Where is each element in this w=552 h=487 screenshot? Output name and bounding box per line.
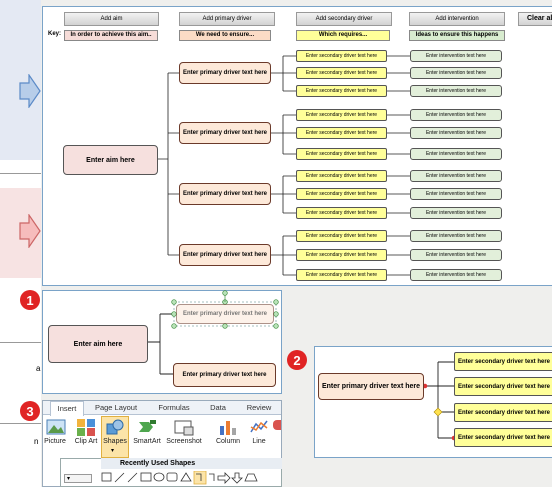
tab-insert[interactable]: Insert: [50, 401, 84, 416]
secondary-driver-box[interactable]: Enter secondary driver text here: [296, 85, 387, 97]
primary-driver-box[interactable]: Enter primary driver text here: [179, 62, 271, 84]
callout-badge-2: 2: [287, 350, 307, 370]
intervention-box[interactable]: Enter intervention text here: [410, 249, 502, 261]
smartart-button[interactable]: SmartArt: [133, 438, 161, 445]
primary-driver-box-selected[interactable]: Enter primary driver text here: [176, 304, 274, 324]
screenshot-icon: [174, 420, 194, 436]
secondary-driver-box[interactable]: Enter secondary driver text here: [296, 170, 387, 182]
primary-driver-box-zoomed[interactable]: Enter primary driver text here: [318, 373, 424, 400]
divider: [0, 173, 41, 174]
recently-used-shapes-label: Recently Used Shapes: [101, 458, 282, 469]
intervention-box[interactable]: Enter intervention text here: [410, 67, 502, 79]
secondary-driver-box[interactable]: Enter secondary driver text here: [296, 207, 387, 219]
secondary-driver-box[interactable]: Enter secondary driver text here: [296, 269, 387, 281]
clip-art-icon: [77, 419, 95, 436]
screenshot-button[interactable]: Screenshot: [166, 438, 202, 445]
key-secondary: Which requires...: [296, 30, 390, 41]
secondary-driver-box-zoomed[interactable]: Enter secondary driver text here: [454, 352, 552, 371]
key-intervention: Ideas to ensure this happens: [409, 30, 505, 41]
key-primary: We need to ensure...: [179, 30, 271, 41]
secondary-driver-box[interactable]: Enter secondary driver text here: [296, 109, 387, 121]
clear-all-button[interactable]: Clear all: [518, 12, 552, 26]
chevron-down-icon: ▾: [111, 448, 115, 454]
primary-driver-box-zoomed[interactable]: Enter primary driver text here: [173, 363, 276, 387]
smartart-icon: [139, 420, 156, 432]
shape-style-dropdown[interactable]: ▾: [64, 474, 92, 483]
secondary-driver-box[interactable]: Enter secondary driver text here: [296, 127, 387, 139]
secondary-driver-box[interactable]: Enter secondary driver text here: [296, 67, 387, 79]
column-chart-button[interactable]: Column: [215, 438, 241, 445]
tab-data[interactable]: Data: [210, 403, 226, 412]
key-label: Key:: [48, 31, 62, 37]
intervention-box[interactable]: Enter intervention text here: [410, 269, 502, 281]
intervention-box[interactable]: Enter intervention text here: [410, 148, 502, 160]
ribbon-tab-bar: [43, 401, 281, 415]
secondary-driver-box[interactable]: Enter secondary driver text here: [296, 50, 387, 62]
intervention-box[interactable]: Enter intervention text here: [410, 50, 502, 62]
shapes-icon: [106, 419, 124, 435]
primary-driver-box[interactable]: Enter primary driver text here: [179, 122, 271, 144]
add-aim-button[interactable]: Add aim: [64, 12, 159, 26]
pink-arrow-icon: [19, 214, 41, 248]
add-secondary-driver-button[interactable]: Add secondary driver: [296, 12, 392, 26]
aim-box-zoomed[interactable]: Enter aim here: [48, 325, 148, 363]
intervention-box[interactable]: Enter intervention text here: [410, 230, 502, 242]
add-intervention-button[interactable]: Add intervention: [409, 12, 505, 26]
callout-badge-1: 1: [20, 290, 40, 310]
line-chart-button[interactable]: Line: [252, 438, 266, 445]
intervention-box[interactable]: Enter intervention text here: [410, 207, 502, 219]
tab-review[interactable]: Review: [246, 403, 272, 412]
secondary-driver-box[interactable]: Enter secondary driver text here: [296, 249, 387, 261]
blue-band: [0, 0, 41, 160]
primary-driver-box[interactable]: Enter primary driver text here: [179, 183, 271, 205]
divider: [0, 342, 41, 343]
blue-arrow-icon: [19, 74, 41, 108]
aim-box[interactable]: Enter aim here: [63, 145, 158, 175]
line-chart-icon: [250, 420, 268, 433]
add-primary-driver-button[interactable]: Add primary driver: [179, 12, 275, 26]
primary-driver-box[interactable]: Enter primary driver text here: [179, 244, 271, 266]
secondary-driver-box[interactable]: Enter secondary driver text here: [296, 188, 387, 200]
cut-off-text: a: [36, 364, 41, 373]
callout-badge-3: 3: [20, 401, 40, 421]
tab-formulas[interactable]: Formulas: [158, 403, 190, 412]
intervention-box[interactable]: Enter intervention text here: [410, 127, 502, 139]
picture-button[interactable]: Picture: [44, 438, 66, 445]
key-aim: In order to achieve this aim..: [64, 30, 158, 41]
secondary-driver-box-zoomed[interactable]: Enter secondary driver text here: [454, 428, 552, 447]
tab-page-layout[interactable]: Page Layout: [94, 403, 138, 412]
cut-off-text: n: [34, 437, 39, 446]
intervention-box[interactable]: Enter intervention text here: [410, 170, 502, 182]
secondary-driver-box[interactable]: Enter secondary driver text here: [296, 148, 387, 160]
clip-art-button[interactable]: Clip Art: [74, 438, 98, 445]
intervention-box[interactable]: Enter intervention text here: [410, 109, 502, 121]
column-chart-icon: [220, 421, 236, 435]
recent-shapes-row: [101, 471, 258, 485]
secondary-driver-box-zoomed[interactable]: Enter secondary driver text here: [454, 403, 552, 422]
shapes-button[interactable]: Shapes: [103, 438, 127, 445]
secondary-driver-box[interactable]: Enter secondary driver text here: [296, 230, 387, 242]
intervention-box[interactable]: Enter intervention text here: [410, 188, 502, 200]
clipped-icon: [273, 420, 281, 430]
secondary-driver-box-zoomed[interactable]: Enter secondary driver text here: [454, 377, 552, 396]
divider: [0, 423, 41, 424]
picture-icon: [46, 419, 66, 435]
intervention-box[interactable]: Enter intervention text here: [410, 85, 502, 97]
